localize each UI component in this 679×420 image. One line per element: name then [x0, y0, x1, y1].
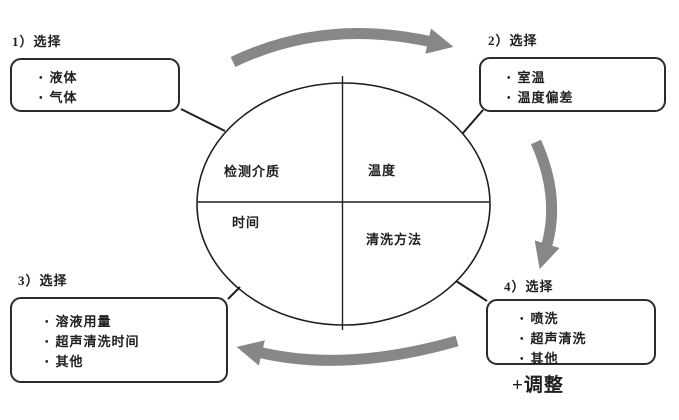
quadrant-circle	[196, 82, 491, 326]
step2-item: 温度偏差	[507, 89, 664, 109]
connector-box1-circle	[180, 108, 226, 132]
step3-box: 溶液用量 超声清洗时间 其他	[10, 297, 228, 383]
connector-box2-circle	[462, 109, 484, 134]
step1-label: 1）选择	[12, 34, 62, 49]
step3-item: 其他	[45, 353, 226, 373]
arrow-step2-to-step4-icon	[530, 139, 560, 270]
step3-item: 超声清洗时间	[45, 333, 226, 353]
step3-label: 3）选择	[18, 273, 68, 288]
step1-box: 液体 气体	[10, 58, 180, 112]
step2-label: 2）选择	[488, 33, 538, 48]
arrow-step4-to-step3-icon	[236, 335, 459, 366]
step1-item: 液体	[39, 69, 178, 89]
quadrant-label-cleaning-method: 清洗方法	[366, 232, 423, 247]
step4-item: 喷洗	[520, 310, 654, 330]
connector-box4-circle	[455, 280, 488, 302]
step1-item: 气体	[39, 89, 178, 109]
quadrant-label-temperature: 温度	[368, 163, 397, 178]
step4-item: 超声清洗	[520, 330, 654, 350]
adjust-annotation: +调整	[512, 375, 564, 396]
step4-item: 其他	[520, 350, 654, 370]
arrow-step1-to-step2-icon	[230, 28, 454, 67]
step2-box: 室温 温度偏差	[479, 57, 666, 112]
quadrant-label-time: 时间	[232, 215, 261, 230]
step4-label: 4）选择	[504, 279, 554, 294]
step2-item: 室温	[507, 69, 664, 89]
step3-item: 溶液用量	[45, 313, 226, 333]
quadrant-label-detection-medium: 检测介质	[224, 164, 281, 179]
step4-box: 喷洗 超声清洗 其他	[486, 299, 656, 366]
connector-box3-circle	[227, 286, 241, 300]
